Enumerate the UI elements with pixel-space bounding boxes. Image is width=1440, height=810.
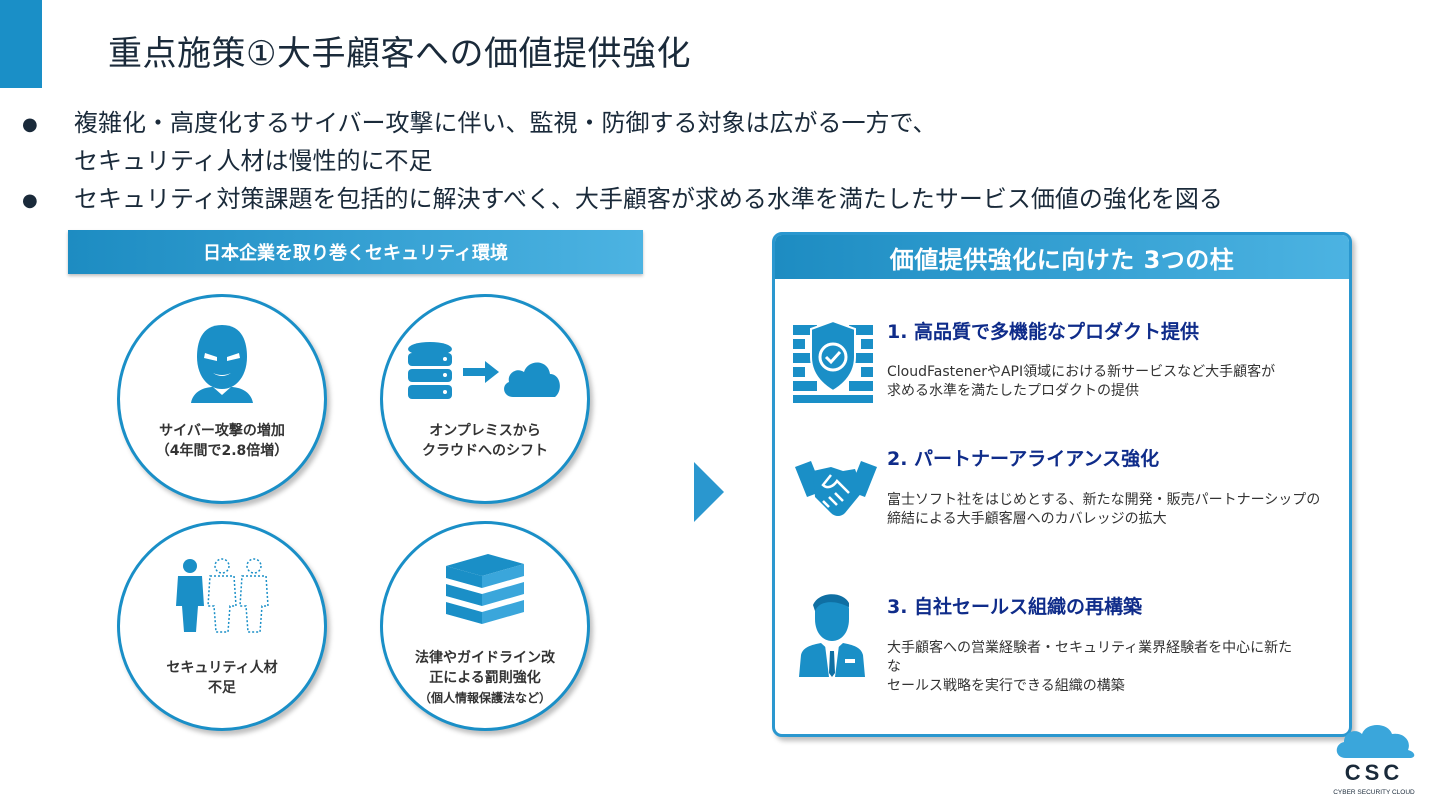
environment-header: 日本企業を取り巻くセキュリティ環境	[68, 230, 643, 274]
cyber-attack-line1: サイバー攻撃の増加	[159, 423, 285, 439]
cloud-shift-line2: クラウドへのシフト	[422, 443, 548, 459]
bullet-2: ● セキュリティ対策課題を包括的に解決すべく、大手顧客が求める水準を満たしたサービ…	[22, 179, 1223, 214]
talent-shortage-label: セキュリティ人材 不足	[130, 658, 314, 698]
pillar-3-desc: 大手顧客への営業経験者・セキュリティ業界経験者を中心に新た な セールス戦略を実…	[887, 639, 1329, 696]
books-icon	[442, 550, 528, 630]
cloud-shift-label: オンプレミスから クラウドへのシフト	[393, 421, 577, 461]
bullet-1-line1: 複雑化・高度化するサイバー攻撃に伴い、監視・防御する対象は広がる一方で、	[74, 109, 937, 137]
bullet-1-line2: セキュリティ人材は慢性的に不足	[74, 147, 433, 175]
bullet-2-line1: セキュリティ対策課題を包括的に解決すべく、大手顧客が求める水準を満たしたサービス…	[74, 185, 1223, 213]
cyber-attack-label: サイバー攻撃の増加 （4年間で2.8倍増）	[130, 421, 314, 461]
pillar-3-desc-line2: な	[887, 659, 901, 675]
talent-shortage-line2: 不足	[208, 680, 236, 696]
environment-item-talent-shortage: セキュリティ人材 不足	[117, 521, 327, 731]
transition-arrow-icon	[694, 462, 724, 522]
pillar-3-desc-line3: セールス戦略を実行できる組織の構築	[887, 678, 1125, 694]
pillar-1-desc: CloudFastenerやAPI領域における新サービスなど大手顧客が 求める水…	[887, 363, 1329, 401]
environment-item-cyber-attack: サイバー攻撃の増加 （4年間で2.8倍増）	[117, 294, 327, 504]
logo-text: CSC	[1345, 760, 1403, 785]
logo-subtext: CYBER SECURITY CLOUD	[1333, 789, 1415, 796]
hacker-icon	[187, 323, 257, 407]
regulation-line2: 正による罰則強化	[429, 670, 541, 686]
handshake-icon	[793, 457, 879, 527]
bullet-dot: ●	[22, 189, 38, 211]
pillar-1-desc-line1: CloudFastenerやAPI領域における新サービスなど大手顧客が	[887, 364, 1276, 380]
pillars-header: 価値提供強化に向けた 3つの柱	[775, 235, 1349, 279]
pillar-3-title: 3. 自社セールス組織の再構築	[887, 596, 1143, 618]
firewall-shield-icon	[793, 319, 873, 407]
pillar-2-desc: 富士ソフト社をはじめとする、新たな開発・販売パートナーシップの 締結による大手顧…	[887, 491, 1329, 529]
page-title: 重点施策①大手顧客への価値提供強化	[108, 34, 691, 74]
regulation-label: 法律やガイドライン改 正による罰則強化 （個人情報保護法など）	[393, 648, 577, 708]
pillar-2-title: 2. パートナーアライアンス強化	[887, 448, 1160, 470]
regulation-line1: 法律やガイドライン改	[415, 650, 555, 666]
talent-shortage-line1: セキュリティ人材	[166, 660, 278, 676]
environment-item-regulation: 法律やガイドライン改 正による罰則強化 （個人情報保護法など）	[380, 521, 590, 731]
salesperson-icon	[797, 591, 867, 681]
cloud-shift-line1: オンプレミスから	[429, 423, 541, 439]
pillars-panel: 価値提供強化に向けた 3つの柱 1. 高品質で多機能なプロダクト提供 Cloud…	[772, 232, 1352, 737]
pillar-2-desc-line2: 締結による大手顧客層へのカバレッジの拡大	[887, 511, 1167, 527]
people-shortage-icon	[174, 558, 270, 638]
title-accent-bar	[0, 0, 42, 88]
pillar-1-title: 1. 高品質で多機能なプロダクト提供	[887, 321, 1200, 343]
environment-item-cloud-shift: オンプレミスから クラウドへのシフト	[380, 294, 590, 504]
company-logo: CSC CYBER SECURITY CLOUD	[1326, 722, 1422, 800]
pillar-2-desc-line1: 富士ソフト社をはじめとする、新たな開発・販売パートナーシップの	[887, 492, 1321, 508]
pillar-3-desc-line1: 大手顧客への営業経験者・セキュリティ業界経験者を中心に新た	[887, 640, 1293, 656]
bullet-dot: ●	[22, 113, 38, 135]
cyber-attack-line2: （4年間で2.8倍増）	[155, 443, 289, 459]
regulation-line3: （個人情報保護法など）	[418, 691, 551, 705]
pillar-1-desc-line2: 求める水準を満たしたプロダクトの提供	[887, 383, 1139, 399]
bullet-1: ● 複雑化・高度化するサイバー攻撃に伴い、監視・防御する対象は広がる一方で、	[22, 103, 937, 138]
server-to-cloud-icon	[405, 341, 565, 407]
